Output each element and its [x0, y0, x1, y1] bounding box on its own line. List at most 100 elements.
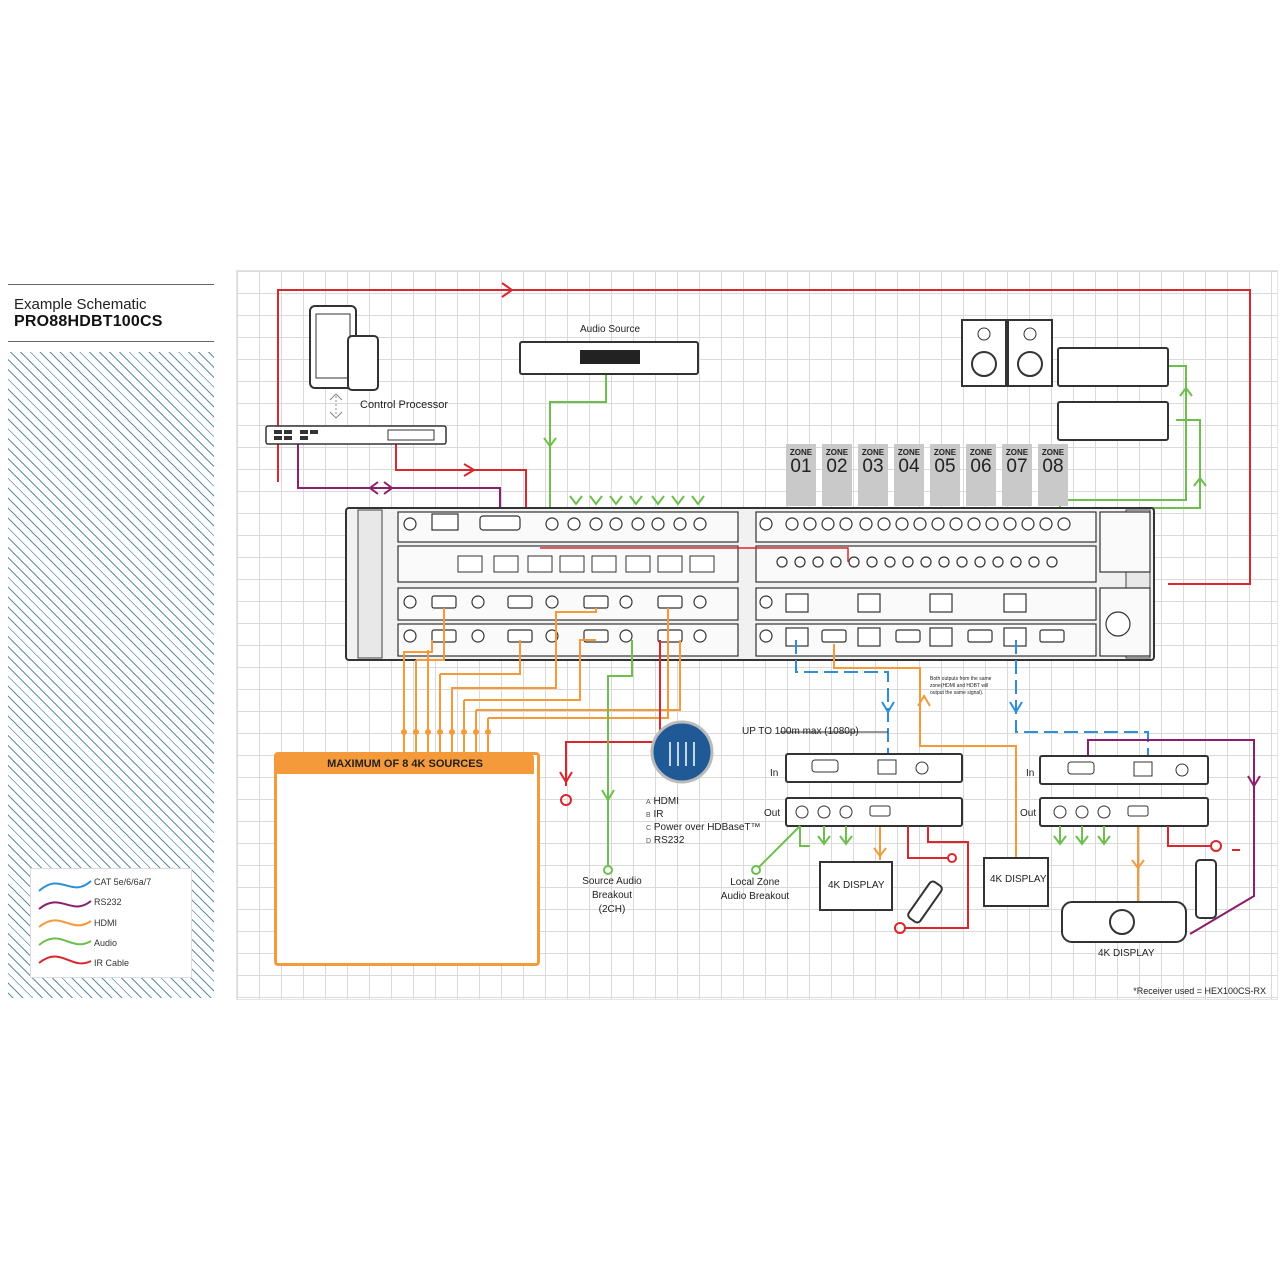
- cat-cable-receiver-b: [1015, 640, 1149, 762]
- audio-arrow-source: [543, 437, 557, 448]
- audio-cable-local-zone: [799, 826, 810, 847]
- remote-b-icon: [1195, 859, 1217, 919]
- hdbt-badge-icon: [650, 720, 714, 784]
- sources-title: MAXIMUM OF 8 4K SOURCES: [276, 754, 534, 774]
- cat-cable-receiver-a: [795, 640, 889, 760]
- receiver-a-out-label: Out: [764, 808, 781, 819]
- display-b-icon: [983, 857, 1049, 907]
- legend-swatch-audio: [38, 937, 92, 946]
- audio-input-arrows: [569, 495, 705, 506]
- sync-arrow-up-icon: [329, 393, 343, 401]
- receiver-b-dc-port: [1175, 763, 1189, 777]
- sources-panel: [274, 752, 540, 966]
- audio-breakout-terminal: [603, 865, 613, 875]
- receiver-a-audio-port: [795, 805, 809, 819]
- rs232-arrow-left: [368, 481, 379, 495]
- audio-cable-local-zone-2: [755, 825, 801, 871]
- speaker-left-woofer: [971, 351, 997, 377]
- ir-arrow-control: [463, 463, 476, 477]
- phone-icon: [347, 335, 379, 391]
- amplifier-device: [1057, 347, 1169, 387]
- receiver-a-audio-port-3: [839, 805, 853, 819]
- distance-label: UP TO 100m max (1080p): [742, 726, 859, 737]
- speaker-right-tweeter: [1023, 327, 1037, 341]
- cable-legend: [30, 868, 192, 978]
- divider-bottom: [8, 341, 214, 342]
- speaker-left-tweeter: [977, 327, 991, 341]
- hdbt-legend-b: B IR: [646, 809, 664, 820]
- receiver-a-hdmi-out: [869, 805, 891, 817]
- receiver-b-hdmi-out: [1127, 805, 1149, 817]
- receiver-b-audio-port-2: [1075, 805, 1089, 819]
- ir-cable-receiver-b: [1167, 826, 1214, 847]
- receiver-a-audio-port-2: [817, 805, 831, 819]
- ir-cable-matrix: [540, 547, 849, 562]
- hdbt-badge-arrows: [669, 742, 695, 766]
- audio-arrow-receiver: [1193, 476, 1207, 487]
- rack-ear-left: [357, 509, 383, 659]
- receiver-b-audio-arrows: [1053, 826, 1111, 846]
- receiver-a-dc-port: [915, 761, 929, 775]
- audio-cable-source: [549, 372, 607, 520]
- remote-a-icon: [907, 880, 943, 924]
- receiver-a-in-label: In: [770, 768, 779, 779]
- speaker-right-woofer: [1017, 351, 1043, 377]
- receiver-b-audio-port: [1053, 805, 1067, 819]
- audio-cable-zone-amp: [1059, 365, 1187, 520]
- display-c-label: 4K DISPLAY: [1098, 948, 1155, 959]
- divider-top: [8, 284, 214, 285]
- page-title: PRO88HDBT100CS: [14, 313, 163, 330]
- hdbt-legend-a: A HDMI: [646, 796, 680, 807]
- legend-label-audio: Audio: [94, 938, 118, 948]
- local-zone-audio-breakout-label: Local Zone Audio Breakout: [720, 877, 790, 902]
- display-a-icon: [819, 861, 893, 911]
- receiver-b-in-label: In: [1026, 768, 1035, 779]
- rs232-arrow-b: [1247, 775, 1261, 788]
- legend-label-cat: CAT 5e/6/6a/7: [94, 877, 152, 887]
- receiver-b-audio-port-3: [1097, 805, 1111, 819]
- hdmi-cable-display-b: [833, 644, 1017, 860]
- title-block: Example Schematic PRO88HDBT100CS: [14, 296, 214, 331]
- hdmi-source-dots: [401, 729, 491, 735]
- receiver-a-hdbt-port: [877, 759, 897, 775]
- hdmi-arrow-display-a: [873, 847, 887, 858]
- legend-swatch-cat: [38, 880, 92, 892]
- ir-arrow-sources: [559, 771, 573, 784]
- audio-source-display: [580, 350, 640, 364]
- av-receiver-device: [1057, 401, 1169, 441]
- cat-arrow-b: [1009, 701, 1023, 714]
- display-b-label: 4K DISPLAY: [990, 874, 1047, 885]
- receiver-b-rs232-port: [1067, 761, 1095, 775]
- legend-label-ir: IR Cable: [94, 958, 130, 968]
- ir-cable-top-loop: [277, 289, 1251, 585]
- legend-swatch-rs232: [38, 900, 92, 910]
- hdbt-legend-d: D RS232: [646, 835, 685, 846]
- ir-cable-sources: [565, 640, 661, 786]
- projector-lens: [1109, 909, 1135, 935]
- receiver-a-audio-arrows: [817, 826, 853, 846]
- rs232-arrow-right: [383, 481, 394, 495]
- ir-receiver-a-icon: [947, 853, 957, 863]
- ir-emitter-a-icon: [894, 922, 906, 934]
- hdmi-arrow-display-c: [1131, 859, 1145, 870]
- rj45-ports: [431, 513, 1027, 647]
- control-processor-buttons: [274, 429, 435, 441]
- ir-cable-receiver-a-tx: [904, 826, 969, 929]
- legend-label-hdmi: HDMI: [94, 918, 117, 928]
- both-outputs-note: Both outputs from the same zone(HDMI and…: [930, 676, 992, 696]
- legend-swatch-ir: [38, 955, 92, 965]
- legend-label-rs232: RS232: [94, 897, 122, 907]
- cat-arrow-a: [881, 701, 895, 714]
- ir-cable-control: [395, 444, 527, 540]
- sync-arrow-down-icon: [329, 411, 343, 419]
- ir-arrow-top: [501, 282, 514, 298]
